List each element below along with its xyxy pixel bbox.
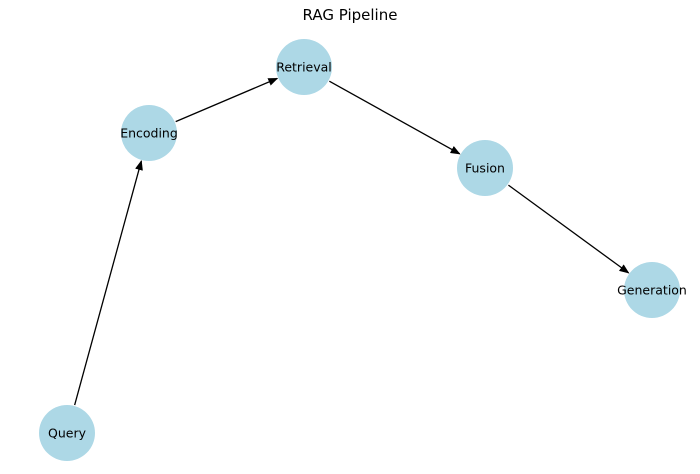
node-label-query: Query: [48, 426, 87, 441]
node-circle-generation: [624, 262, 680, 318]
node-encoding: Encoding: [120, 105, 178, 161]
diagram-title: RAG Pipeline: [302, 6, 398, 24]
node-query: Query: [39, 405, 95, 461]
edge-retrieval-to-fusion: [329, 80, 461, 155]
node-circle-encoding: [121, 105, 177, 161]
node-circle-query: [39, 405, 95, 461]
edges-layer: [74, 77, 630, 406]
node-fusion: Fusion: [457, 140, 513, 196]
node-circle-fusion: [457, 140, 513, 196]
node-circle-retrieval: [276, 39, 332, 95]
edge-encoding-to-retrieval: [175, 77, 279, 123]
node-retrieval: Retrieval: [276, 39, 332, 95]
node-label-generation: Generation: [617, 283, 687, 298]
node-label-fusion: Fusion: [465, 161, 505, 176]
node-generation: Generation: [617, 262, 687, 318]
edge-query-to-encoding: [74, 160, 143, 406]
edge-fusion-to-generation: [508, 184, 630, 274]
node-label-retrieval: Retrieval: [276, 60, 332, 75]
node-label-encoding: Encoding: [120, 126, 178, 141]
